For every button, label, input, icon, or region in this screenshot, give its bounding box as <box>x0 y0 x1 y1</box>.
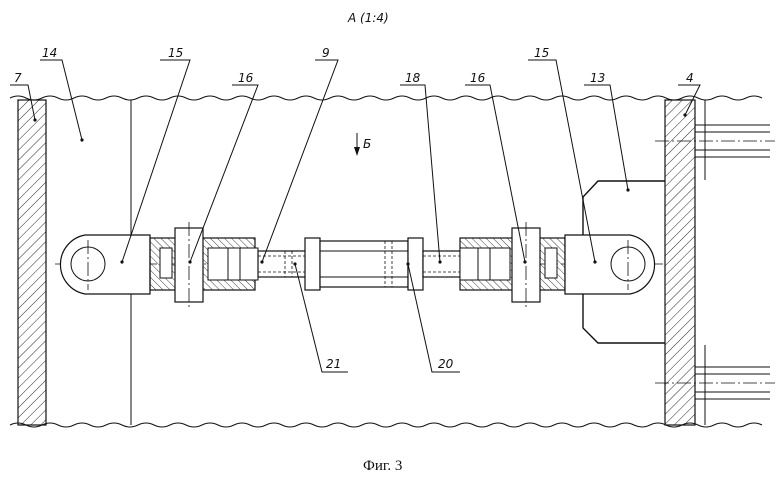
label-15-right: 15 <box>534 46 549 60</box>
direction-label: Б <box>363 137 371 151</box>
view-title: А (1:4) <box>347 11 389 25</box>
label-16-left: 16 <box>238 71 254 85</box>
rod-18 <box>423 251 463 277</box>
right-eye-15 <box>565 235 655 294</box>
turnbuckle-nut-left <box>305 238 320 290</box>
label-18: 18 <box>405 71 421 85</box>
label-13: 13 <box>590 71 605 85</box>
right-wall-4 <box>665 100 695 425</box>
label-4: 4 <box>686 71 694 85</box>
break-line-bottom <box>10 423 762 427</box>
break-line-top <box>10 96 762 100</box>
right-rail-lines <box>695 100 770 425</box>
label-9: 9 <box>322 46 330 60</box>
label-7: 7 <box>14 71 22 85</box>
rod-9 <box>258 251 308 277</box>
label-20: 20 <box>438 357 454 371</box>
label-14: 14 <box>42 46 57 60</box>
label-21: 21 <box>326 357 341 371</box>
leader-lines <box>10 60 700 372</box>
label-16-right: 16 <box>470 71 486 85</box>
turnbuckle-body <box>320 241 408 287</box>
turnbuckle-nut-right <box>408 238 423 290</box>
label-15-left: 15 <box>168 46 183 60</box>
left-wall-7 <box>18 100 46 425</box>
figure-caption: Фиг. 3 <box>363 458 402 474</box>
